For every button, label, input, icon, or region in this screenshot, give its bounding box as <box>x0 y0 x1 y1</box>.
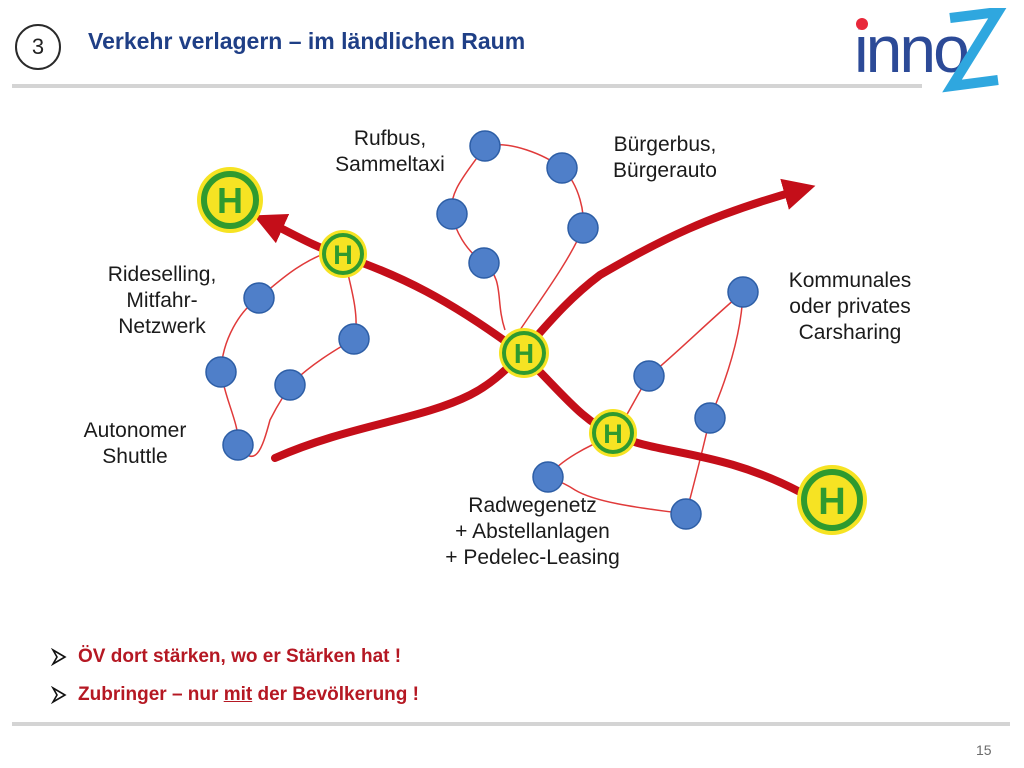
header-divider <box>12 84 922 88</box>
node <box>274 369 306 401</box>
key-messages: ÖV dort stärken, wo er Stärken hat ! Zub… <box>50 640 419 716</box>
node <box>546 152 578 184</box>
bullet-text-emphasis: mit <box>223 684 253 705</box>
footer-divider <box>12 722 1010 726</box>
node <box>727 276 759 308</box>
bullet-arrow-icon <box>50 648 68 666</box>
bus-stop-west: H <box>319 230 367 278</box>
node <box>694 402 726 434</box>
node <box>567 212 599 244</box>
node <box>532 461 564 493</box>
label-carsharing: Kommunales oder privates Carsharing <box>788 269 912 344</box>
label-radwegenetz: Radwegenetz + Abstellanlagen + Pedelec-L… <box>445 494 620 569</box>
label-rufbus: Rufbus, Sammeltaxi <box>335 127 445 176</box>
node <box>670 498 702 530</box>
logo-text: inno <box>854 12 970 86</box>
bullet-text-start: Zubringer – nur <box>78 684 224 705</box>
stop-symbol: H <box>217 180 243 221</box>
node <box>205 356 237 388</box>
node <box>633 360 665 392</box>
section-number: 3 <box>31 34 45 59</box>
stop-symbol: H <box>603 419 623 449</box>
mobility-nodes <box>205 130 759 530</box>
label-rideselling: Rideselling, Mitfahr- Netzwerk <box>107 263 217 338</box>
bullet-item: Zubringer – nur mit der Bevölkerung ! <box>50 678 419 712</box>
label-autonomer-shuttle: Autonomer Shuttle <box>83 419 187 468</box>
bus-stop-center: H <box>499 328 549 378</box>
bullet-item: ÖV dort stärken, wo er Stärken hat ! <box>50 640 419 674</box>
node <box>338 323 370 355</box>
mobility-network-diagram: H H H H H <box>197 130 867 535</box>
bullet-text-end: der Bevölkerung ! <box>252 684 420 705</box>
logo-z-mark-icon <box>856 8 1007 93</box>
page-number: 15 <box>976 742 992 758</box>
node <box>436 198 468 230</box>
slide-number-badge: 3 <box>15 24 61 70</box>
page-title: Verkehr verlagern – im ländlichen Raum <box>88 28 526 54</box>
node <box>468 247 500 279</box>
bus-stop-southeast: H <box>589 409 637 457</box>
bus-stop-east: H <box>797 465 867 535</box>
stop-symbol: H <box>818 481 845 523</box>
bullet-arrow-icon <box>50 686 68 704</box>
stop-symbol: H <box>333 240 353 270</box>
label-buergerbus: Bürgerbus, Bürgerauto <box>613 133 717 182</box>
node <box>469 130 501 162</box>
bullet-text: ÖV dort stärken, wo er Stärken hat ! <box>78 646 402 667</box>
node <box>243 282 275 314</box>
node <box>222 429 254 461</box>
bus-stop-nw: H <box>197 167 263 233</box>
stop-symbol: H <box>514 338 534 369</box>
route-to-northwest <box>253 214 524 356</box>
innoz-logo: inno <box>850 8 1022 98</box>
